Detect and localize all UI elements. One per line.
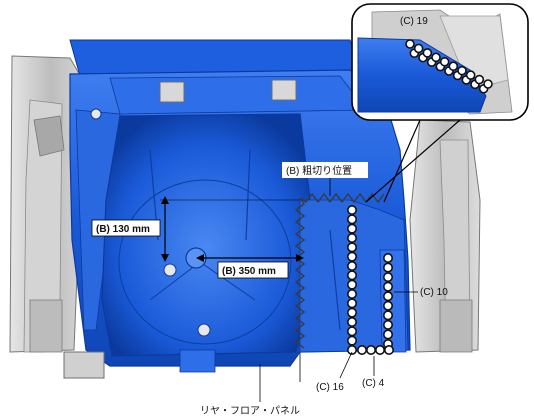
- floor-hole-left: [90, 108, 102, 120]
- weld-spot: [382, 281, 393, 292]
- part-name-label: リヤ・フロア・パネル: [200, 405, 300, 417]
- weld-spot: [382, 291, 393, 302]
- weld-spot: [356, 344, 367, 355]
- weld-spot: [465, 70, 476, 80]
- weld-spots-bottom-left-label: (C) 16: [316, 382, 344, 393]
- top-bracket-left: [159, 81, 185, 103]
- weld-spot: [346, 214, 357, 225]
- weld-spot: [346, 344, 357, 355]
- weld-spot: [346, 251, 357, 262]
- rough-cut-label-box: [282, 162, 368, 178]
- weld-spot: [346, 335, 357, 346]
- weld-spot: [413, 43, 424, 54]
- left-bracket: [33, 115, 65, 157]
- spot-label-bottom-left-leader: [339, 351, 353, 379]
- weld-spot: [474, 74, 485, 85]
- weld-spot: [422, 48, 433, 58]
- weld-spot: [383, 344, 394, 355]
- weld-spot: [382, 329, 393, 340]
- weld-spot: [382, 319, 393, 330]
- weld-spot: [346, 242, 357, 253]
- rough-cut-zigzag: [294, 192, 385, 349]
- dimension-vertical-arrow-bottom: [161, 254, 169, 262]
- left-lower-bracket: [29, 299, 63, 353]
- weld-spots-inset-group: [405, 39, 493, 94]
- weld-spots-right-group: [382, 253, 393, 349]
- weld-spot: [346, 298, 357, 309]
- inset-blue-panel: [357, 37, 487, 113]
- dimension-vertical-label: (B) 130 mm: [96, 224, 150, 235]
- weld-spot: [346, 223, 357, 234]
- inset-spot-label: (C) 19: [400, 16, 428, 27]
- weld-spot: [439, 56, 450, 67]
- weld-spot: [382, 253, 393, 264]
- weld-spot: [382, 262, 393, 273]
- weld-spot: [382, 310, 393, 321]
- rough-cut-line: [294, 192, 385, 382]
- rear-tab-center: [179, 349, 216, 373]
- inset-leader-1: [383, 119, 421, 203]
- right-lower-bracket: [439, 299, 473, 353]
- weld-spot: [346, 270, 357, 281]
- dimension-vertical: (B) 130 mm: [91, 196, 300, 262]
- weld-spot: [382, 300, 393, 311]
- dimension-horizontal-arrow-right: [296, 254, 304, 262]
- floor-right-rib: [329, 229, 341, 331]
- dimension-horizontal-arrow-left: [196, 254, 204, 262]
- dimension-vertical-label-box: [91, 219, 161, 237]
- weld-spot: [448, 61, 459, 72]
- weld-spots-bottom-right-group: [356, 344, 394, 355]
- weld-spot: [346, 205, 357, 216]
- weld-spot: [346, 260, 357, 271]
- well-hole-left: [163, 263, 177, 277]
- rear-bracket-left: [63, 351, 105, 379]
- spare-tire-well-inner: [118, 179, 292, 345]
- dimension-horizontal-label-box: [217, 261, 289, 279]
- weld-spot: [365, 344, 376, 355]
- weld-spot: [431, 52, 441, 63]
- weld-spot: [346, 326, 357, 337]
- top-bracket-right: [271, 79, 297, 101]
- weld-spot: [346, 279, 357, 290]
- weld-spot: [405, 39, 415, 49]
- weld-spot: [346, 316, 357, 327]
- dimension-horizontal-label: (B) 350 mm: [222, 266, 276, 277]
- weld-spots-right-label: (C) 10: [420, 287, 448, 298]
- inset-leader-2: [365, 119, 461, 203]
- weld-spot: [382, 272, 393, 283]
- rear-floor-panel: [63, 69, 411, 379]
- floor-upper-shelf: [109, 75, 367, 115]
- rough-cut-callout: (B) 粗切り位置: [282, 162, 368, 196]
- weld-spots-bottom-right-label: (C) 4: [362, 378, 385, 389]
- weld-spot: [457, 65, 467, 76]
- weld-spot: [483, 79, 493, 89]
- weld-spot: [346, 288, 357, 299]
- weld-spot: [374, 344, 385, 355]
- well-rib-2: [245, 149, 251, 241]
- rough-cut-label: (B) 粗切り位置: [286, 164, 352, 177]
- well-hole-bottom: [197, 323, 211, 337]
- weld-spot: [346, 307, 357, 318]
- dimension-horizontal: (B) 350 mm: [196, 254, 304, 279]
- weld-spots-bottom-left-group: [346, 205, 357, 355]
- inset-detail: (C) 19: [351, 3, 529, 121]
- weld-spot: [346, 233, 357, 244]
